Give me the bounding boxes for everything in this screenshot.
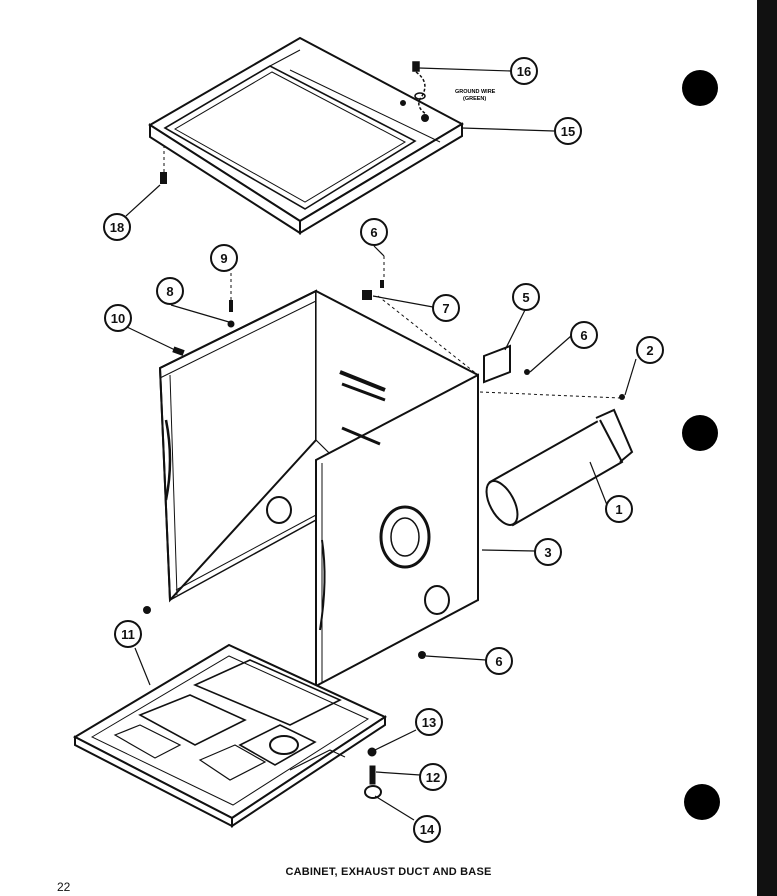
ground-wire-note: (GREEN) xyxy=(463,96,486,102)
callout-circle xyxy=(419,763,447,791)
callout-circle xyxy=(210,244,238,272)
callout-label: 14 xyxy=(420,822,435,837)
callout-label: 7 xyxy=(442,301,449,316)
callout-circle xyxy=(103,213,131,241)
callout-label: 10 xyxy=(111,311,125,326)
screw xyxy=(160,172,167,184)
callout-label: 8 xyxy=(166,284,173,299)
scan-edge-bar xyxy=(757,0,777,896)
callout-circle xyxy=(415,708,443,736)
callout-circle xyxy=(413,815,441,843)
callout-label: 1 xyxy=(615,502,622,517)
binder-hole xyxy=(684,784,720,820)
callout-label: 6 xyxy=(370,225,377,240)
binder-hole xyxy=(682,415,718,451)
callout-label: 16 xyxy=(517,64,531,79)
callout-label: 5 xyxy=(522,290,529,305)
leader-lines xyxy=(125,67,637,821)
callout-circle xyxy=(510,57,538,85)
top-panel xyxy=(148,36,465,235)
callout-circle xyxy=(534,538,562,566)
base-panel xyxy=(72,643,388,828)
callout-circle xyxy=(636,336,664,364)
ground-wire xyxy=(412,61,427,115)
page-number: 22 xyxy=(57,880,71,894)
hardware xyxy=(143,280,625,659)
callout-circle xyxy=(104,304,132,332)
exhaust-duct xyxy=(485,408,634,527)
ground-wire-note: GROUND WIRE xyxy=(455,89,496,95)
diagram-caption: CABINET, EXHAUST DUCT AND BASE xyxy=(285,866,492,878)
callout-label: 18 xyxy=(110,220,124,235)
binder-hole xyxy=(682,70,718,106)
callout-label: 6 xyxy=(495,654,502,669)
callout-label: 6 xyxy=(580,328,587,343)
callout-circle xyxy=(156,277,184,305)
callout-labels: 16 15 18 6 9 8 7 10 5 6 2 1 3 6 11 13 12… xyxy=(110,64,654,837)
leader-dashes xyxy=(230,256,621,399)
callout-circle xyxy=(114,620,142,648)
callout-circle xyxy=(432,294,460,322)
callout-label: 13 xyxy=(422,715,436,730)
leveling-leg xyxy=(364,747,382,799)
callout-label: 15 xyxy=(561,124,575,139)
cabinet xyxy=(158,289,479,688)
callout-label: 3 xyxy=(544,545,551,560)
callout-label: 9 xyxy=(220,251,227,266)
callout-circle xyxy=(485,647,513,675)
callout-circle xyxy=(605,495,633,523)
callout-circle xyxy=(360,218,388,246)
callout-circle xyxy=(554,117,582,145)
bracket xyxy=(483,344,511,384)
callout-label: 2 xyxy=(646,343,653,358)
callout-circle xyxy=(512,283,540,311)
callout-label: 12 xyxy=(426,770,440,785)
callouts xyxy=(103,57,664,843)
callout-circle xyxy=(570,321,598,349)
callout-label: 11 xyxy=(121,627,135,642)
